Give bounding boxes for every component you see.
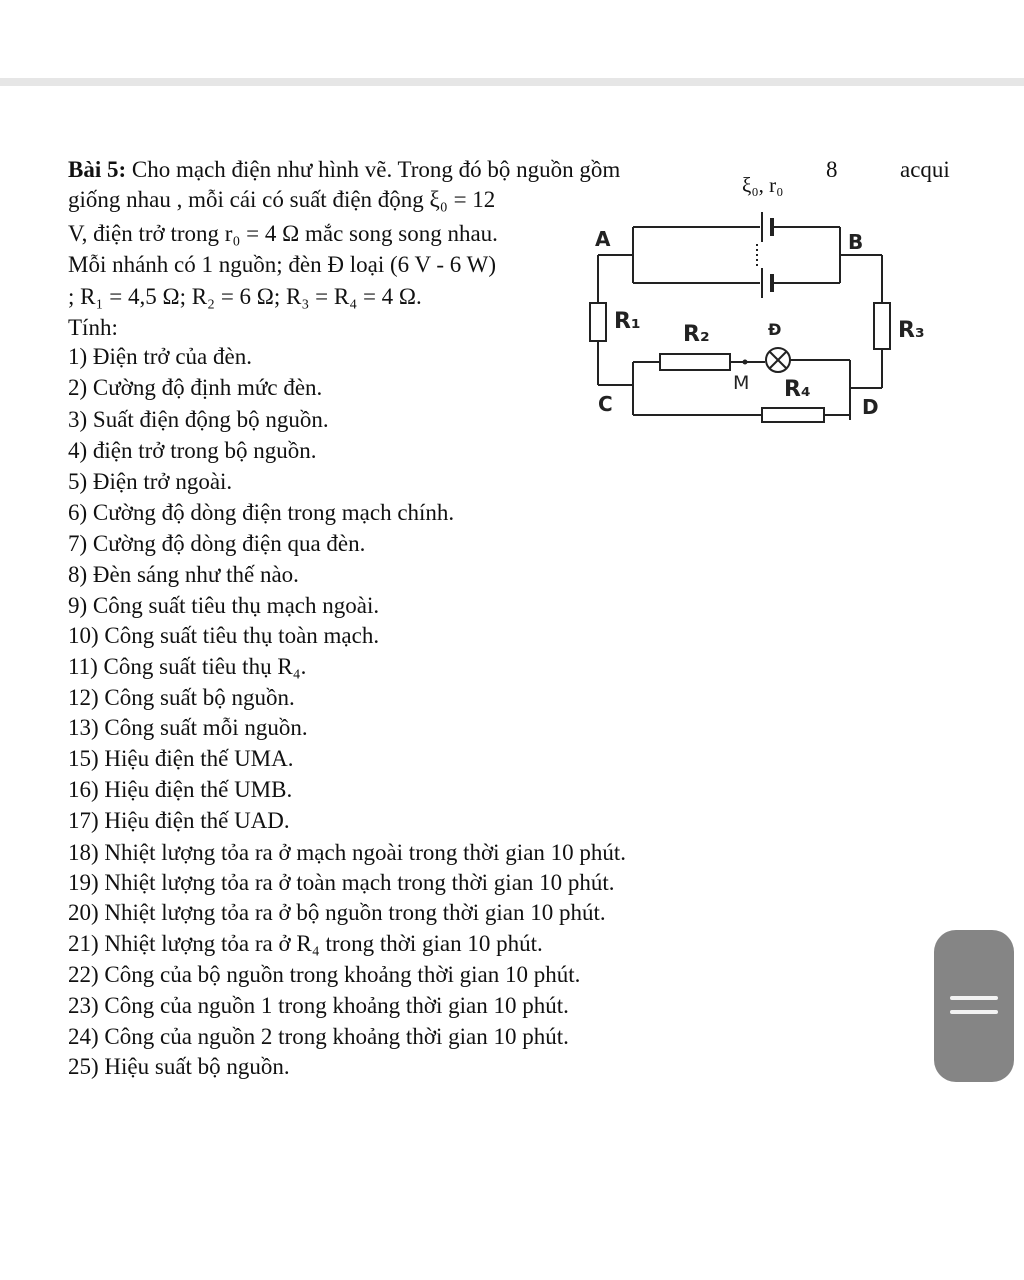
problem-line-5: ; R₁ = 4,5 Ω; R₂ = 6 Ω; R₃ = R₄ = 4 Ω.: [68, 284, 422, 309]
question-item: 1) Điện trở của đèn.: [68, 344, 252, 369]
node-b-label: B: [848, 230, 863, 254]
question-item: 11) Công suất tiêu thụ R₄.: [68, 654, 307, 679]
question-item: 22) Công của bộ nguồn trong khoảng thời …: [68, 962, 581, 987]
top-bar: [0, 78, 1024, 86]
question-item: 12) Công suất bộ nguồn.: [68, 685, 295, 710]
r2-label: R₂: [683, 322, 710, 347]
r1-label: R₁: [614, 309, 641, 334]
problem-line-6: Tính:: [68, 315, 118, 340]
question-item: 13) Công suất mỗi nguồn.: [68, 715, 308, 740]
question-item: 10) Công suất tiêu thụ toàn mạch.: [68, 623, 380, 648]
question-item: 21) Nhiệt lượng tỏa ra ở R₄ trong thời g…: [68, 931, 543, 956]
question-item: 15) Hiệu điện thế UMA.: [68, 746, 294, 771]
question-item: 23) Công của nguồn 1 trong khoảng thời g…: [68, 993, 569, 1018]
question-item: 19) Nhiệt lượng tỏa ra ở toàn mạch trong…: [68, 870, 615, 895]
question-item: 5) Điện trở ngoài.: [68, 469, 233, 494]
circuit-diagram: A B C D M R₁ R₂ R₃ R₄ Đ: [589, 212, 925, 423]
r4-label: R₄: [784, 377, 811, 402]
problem-line-3: V, điện trở trong r₀ = 4 Ω mắc song song…: [68, 221, 498, 246]
node-a-label: A: [595, 227, 611, 251]
question-item: 4) điện trở trong bộ nguồn.: [68, 438, 317, 463]
problem-line-4: Mỗi nhánh có 1 nguồn; đèn Đ loại (6 V - …: [68, 252, 497, 277]
question-item: 20) Nhiệt lượng tỏa ra ở bộ nguồn trong …: [68, 900, 606, 925]
source-label: ξ₀, r₀: [742, 173, 784, 197]
scroll-handle[interactable]: [934, 930, 1014, 1082]
question-item: 6) Cường độ dòng điện trong mạch chính.: [68, 500, 455, 525]
problem-intro: Bài 5: Cho mạch điện như hình vẽ. Trong …: [68, 155, 620, 185]
question-item: 8) Đèn sáng như thế nào.: [68, 562, 299, 587]
node-c-label: C: [598, 392, 613, 416]
question-item: 9) Công suất tiêu thụ mạch ngoài.: [68, 593, 380, 618]
question-item: 18) Nhiệt lượng tỏa ra ở mạch ngoài tron…: [68, 840, 627, 865]
node-m-label: M: [733, 372, 749, 394]
question-item: 25) Hiệu suất bộ nguồn.: [68, 1054, 290, 1079]
grip-line-icon: [950, 996, 998, 1000]
question-item: 24) Công của nguồn 2 trong khoảng thời g…: [68, 1024, 569, 1049]
question-item: 7) Cường độ dòng điện qua đèn.: [68, 531, 366, 556]
lamp-label: Đ: [768, 320, 781, 339]
question-item: 17) Hiệu điện thế UAD.: [68, 808, 290, 833]
intro-text: Cho mạch điện như hình vẽ. Trong đó bộ n…: [126, 157, 621, 182]
grip-line-icon: [950, 1010, 998, 1014]
node-d-label: D: [862, 395, 879, 419]
r3-label: R₃: [898, 318, 925, 343]
question-item: 16) Hiệu điện thế UMB.: [68, 777, 293, 802]
battery-word: acqui: [900, 157, 950, 182]
problem-line-2: giống nhau , mỗi cái có suất điện động ξ…: [68, 187, 496, 212]
question-item: 2) Cường độ định mức đèn.: [68, 375, 323, 400]
problem-number: Bài 5:: [68, 157, 127, 182]
question-item: 3) Suất điện động bộ nguồn.: [68, 407, 329, 432]
battery-count: 8: [826, 157, 838, 182]
node-m-dot: [742, 359, 748, 365]
